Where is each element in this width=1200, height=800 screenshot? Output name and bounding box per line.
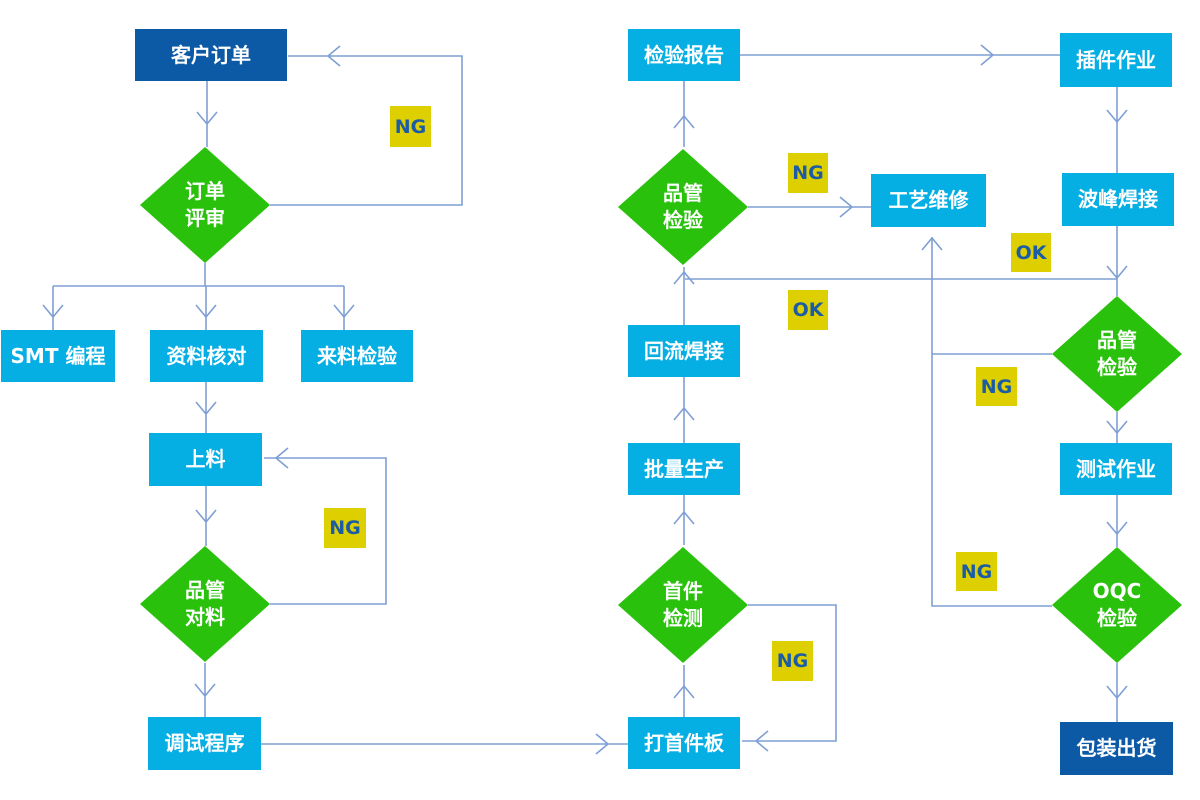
edge-qc-material-check-to-debug-program (194, 663, 216, 717)
node-label: OQC 检验 (1092, 579, 1142, 630)
node-label: 上料 (185, 447, 226, 471)
node-smt-programming: SMT 编程 (1, 330, 115, 382)
node-label: 包装出货 (1076, 736, 1157, 760)
edge-order-review-to-smt-programming (42, 286, 64, 330)
edge-wave-soldering-to-qc-inspection-right-ok (1106, 226, 1128, 296)
edge-order-review-to-incoming-inspection (333, 286, 355, 330)
edge-label-ng-order-review: NG (390, 106, 431, 147)
edge-qc-inspection-right-to-test-operation (1106, 412, 1128, 443)
node-label: 来料检验 (317, 343, 397, 368)
node-label: 打首件板 (644, 730, 724, 755)
node-incoming-inspection: 来料检验 (301, 330, 413, 382)
node-label: 测试作业 (1076, 456, 1156, 481)
node-wave-soldering: 波峰焊接 (1062, 173, 1174, 226)
node-mass-production: 批量生产 (628, 443, 740, 495)
edge-oqc-inspection-to-packing-shipping (1106, 663, 1128, 722)
edge-plugin-operation-to-wave-soldering (1106, 87, 1128, 173)
node-label: 品管 对料 (185, 578, 225, 629)
node-label: 插件作业 (1076, 47, 1156, 72)
node-label: 首件 检测 (663, 579, 703, 630)
edge-label-ok-qc-mid: OK (788, 290, 828, 330)
edge-label-ng-qc-material: NG (324, 508, 366, 548)
node-label: 批量生产 (644, 456, 724, 481)
node-label: 客户订单 (171, 42, 251, 67)
node-packing-shipping: 包装出货 (1060, 722, 1173, 775)
edge-qc-material-check-to-loading-ng (264, 447, 387, 605)
node-label: 品管 检验 (1097, 328, 1137, 379)
node-plugin-operation: 插件作业 (1060, 33, 1172, 87)
node-debug-program: 调试程序 (148, 717, 261, 770)
edge-order-review-branch-trunk (53, 263, 344, 287)
edge-debug-program-to-first-board (261, 733, 628, 755)
edge-reflow-soldering-to-qc-inspection-mid (673, 267, 695, 325)
node-customer-order: 客户订单 (135, 29, 287, 81)
node-first-board: 打首件板 (628, 717, 740, 769)
edge-oqc-inspection-to-process-repair-ng (921, 236, 1052, 607)
node-label: 回流焊接 (644, 338, 724, 363)
edge-order-review-to-customer-order-ng (270, 45, 463, 206)
edge-label-ng-first-article: NG (772, 641, 813, 681)
node-reflow-soldering: 回流焊接 (628, 325, 740, 377)
edge-order-review-to-data-check (195, 286, 217, 330)
node-label: 检验报告 (644, 42, 724, 67)
edge-qc-inspection-mid-to-process-repair-ng (748, 196, 871, 218)
edge-loading-to-qc-material-check (195, 486, 217, 546)
node-label: 品管 检验 (663, 181, 703, 232)
edge-first-board-to-first-article-inspection (673, 665, 695, 717)
edge-data-check-to-loading (195, 382, 217, 433)
edge-label-ng-qc-right: NG (976, 367, 1017, 406)
node-label: 订单 评审 (185, 179, 225, 230)
node-label: 工艺维修 (888, 188, 969, 212)
node-inspection-report: 检验报告 (628, 29, 740, 81)
edge-mass-production-to-reflow-soldering (673, 377, 695, 443)
node-process-repair: 工艺维修 (871, 174, 986, 227)
node-label: SMT 编程 (10, 343, 106, 368)
edge-label-ng-oqc: NG (956, 552, 997, 591)
node-label: 调试程序 (164, 731, 245, 755)
edge-qc-inspection-mid-to-inspection-report (673, 81, 695, 147)
node-label: 波峰焊接 (1078, 187, 1158, 211)
node-data-check: 资料核对 (150, 330, 263, 382)
edge-inspection-report-to-plugin-operation (740, 44, 1060, 66)
edge-label-ng-qc-mid: NG (788, 153, 828, 193)
node-label: 资料核对 (166, 343, 247, 368)
node-test-operation: 测试作业 (1060, 443, 1172, 495)
node-loading: 上料 (149, 433, 262, 486)
edge-label-ok-wave: OK (1011, 233, 1051, 272)
edge-first-article-inspection-to-first-board-ng (742, 604, 837, 752)
edge-test-operation-to-oqc-inspection (1106, 495, 1128, 547)
edge-first-article-inspection-to-mass-production (673, 495, 695, 545)
edge-customer-order-to-order-review (196, 81, 218, 147)
